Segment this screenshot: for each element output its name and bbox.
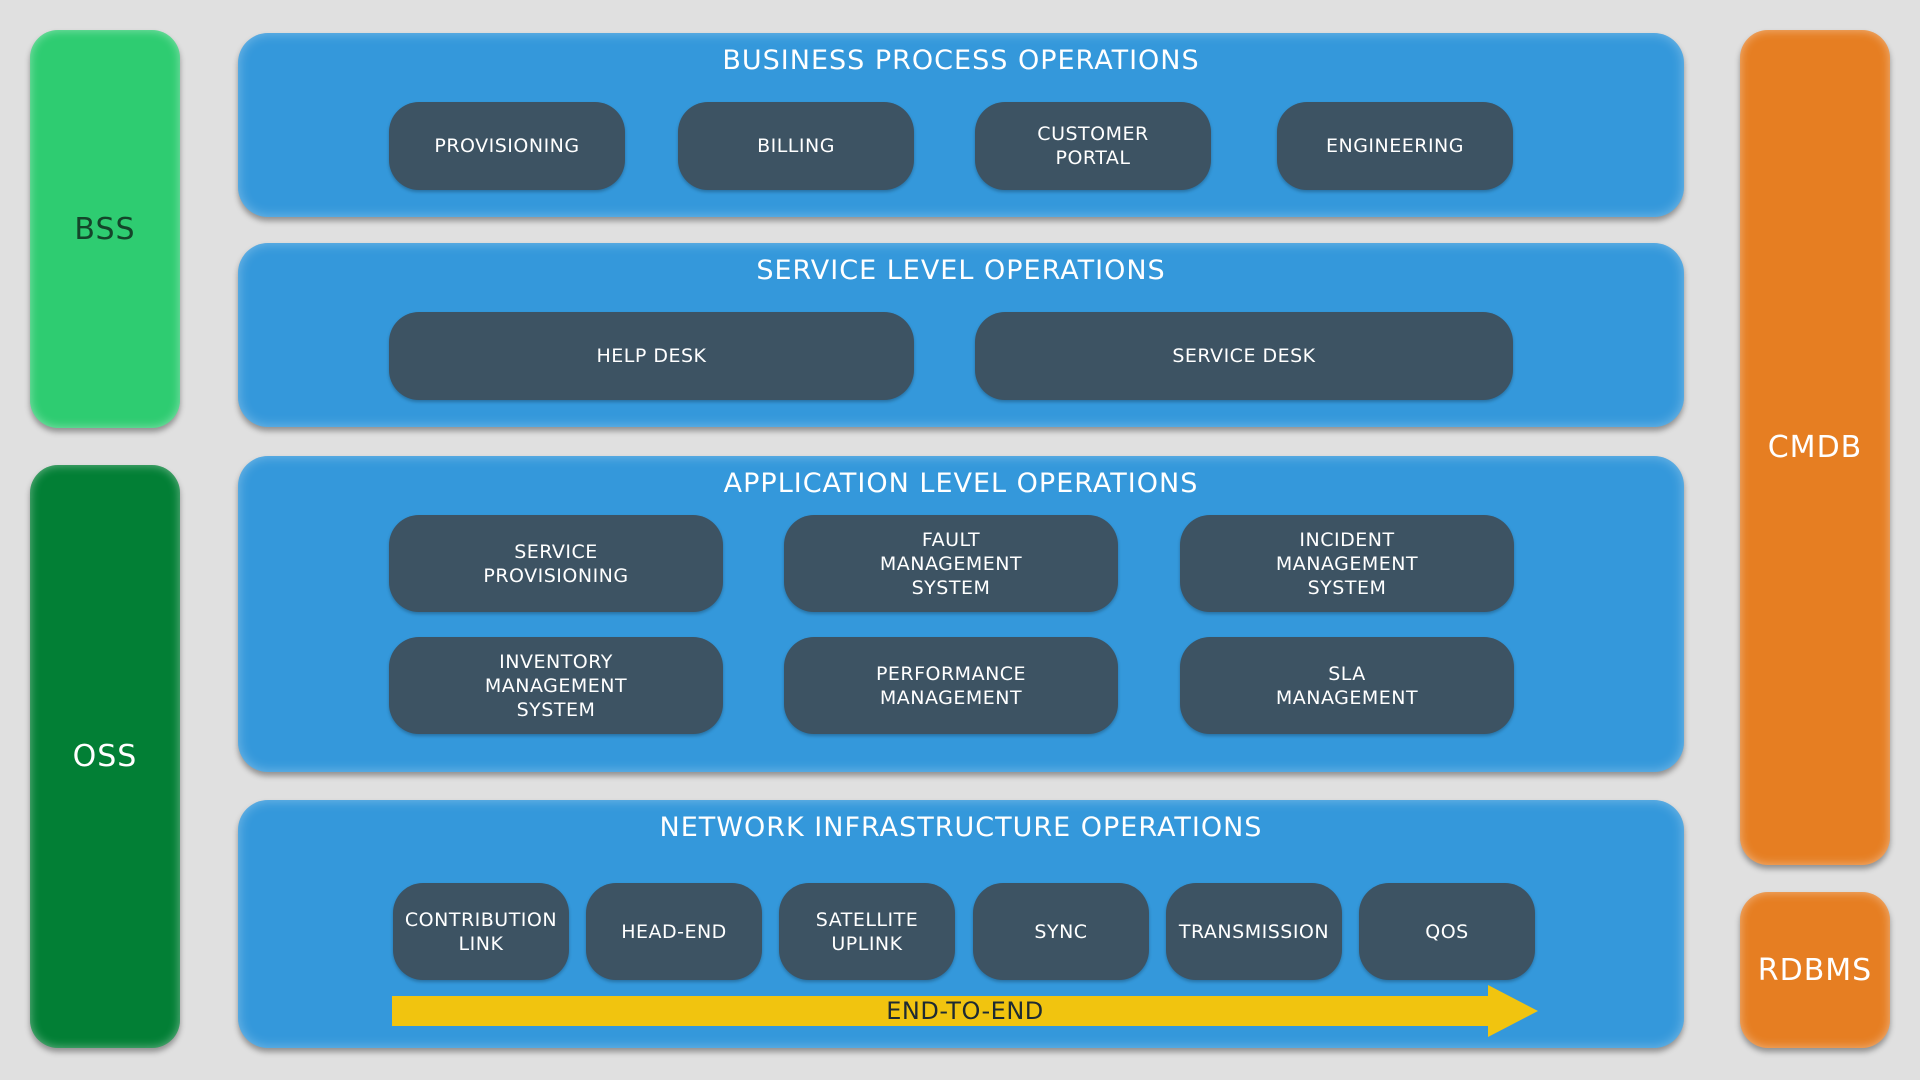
cmdb-block: CMDB [1740, 30, 1890, 865]
oss-block: OSS [30, 465, 180, 1048]
band-title-slo: SERVICE LEVEL OPERATIONS [756, 255, 1166, 286]
rdbms-label: RDBMS [1757, 952, 1873, 988]
pill-qos: QOS [1359, 883, 1535, 980]
bss-label: BSS [74, 211, 136, 247]
pill-billing: BILLING [678, 102, 914, 190]
band-title-bpo: BUSINESS PROCESS OPERATIONS [722, 45, 1200, 76]
pill-service-provisioning: SERVICE PROVISIONING [389, 515, 723, 612]
pill-satellite-uplink: SATELLITE UPLINK [779, 883, 955, 980]
pill-service-desk: SERVICE DESK [975, 312, 1513, 400]
cmdb-label: CMDB [1767, 430, 1863, 465]
end-to-end-arrow-icon [392, 985, 1538, 1037]
pill-engineering: ENGINEERING [1277, 102, 1513, 190]
pill-fault-management-system: FAULT MANAGEMENT SYSTEM [784, 515, 1118, 612]
pill-customer-portal: CUSTOMER PORTAL [975, 102, 1211, 190]
pill-transmission: TRANSMISSION [1166, 883, 1342, 980]
pill-incident-management-system: INCIDENT MANAGEMENT SYSTEM [1180, 515, 1514, 612]
end-to-end-label: END-TO-END [886, 997, 1044, 1025]
oss-label: OSS [72, 739, 138, 774]
band-title-nio: NETWORK INFRASTRUCTURE OPERATIONS [659, 812, 1263, 843]
pill-performance-management: PERFORMANCE MANAGEMENT [784, 637, 1118, 734]
pill-head-end: HEAD-END [586, 883, 762, 980]
band-title-alo: APPLICATION LEVEL OPERATIONS [723, 468, 1199, 499]
bss-block: BSS [30, 30, 180, 428]
pill-help-desk: HELP DESK [389, 312, 914, 400]
pill-provisioning: PROVISIONING [389, 102, 625, 190]
pill-sla-management: SLA MANAGEMENT [1180, 637, 1514, 734]
rdbms-block: RDBMS [1740, 892, 1890, 1048]
pill-sync: SYNC [973, 883, 1149, 980]
pill-contribution-link: CONTRIBUTION LINK [393, 883, 569, 980]
pill-inventory-management-system: INVENTORY MANAGEMENT SYSTEM [389, 637, 723, 734]
